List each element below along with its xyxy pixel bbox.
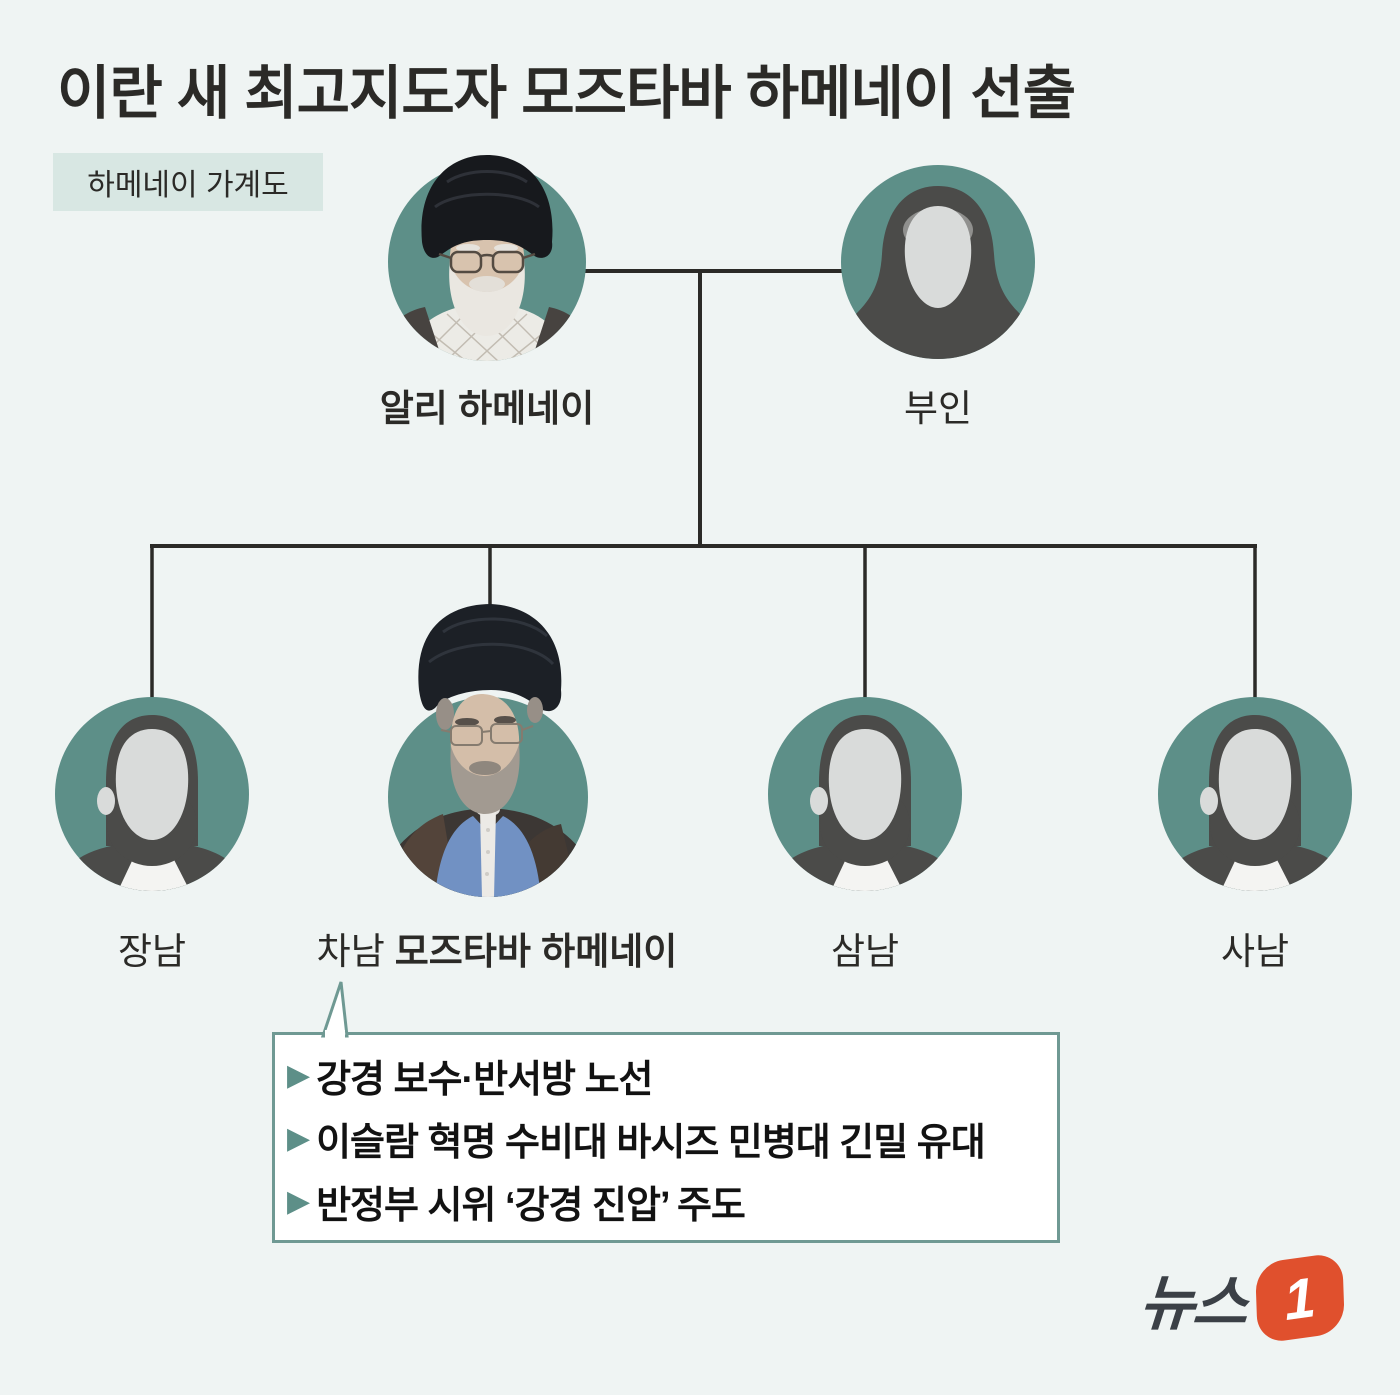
news1-logo-text: 뉴스 <box>1137 1269 1249 1337</box>
label-ali-khamenei: 알리 하메네이 <box>379 388 595 429</box>
label-third-son: 삼남 <box>830 931 900 972</box>
label-wife: 부인 <box>903 388 973 429</box>
news1-logo: 뉴스 1 <box>1137 1251 1346 1345</box>
third-son-silhouette <box>765 694 965 894</box>
callout-row: ▶ 반정부 시위 ‘강경 진압’ 주도 <box>287 1170 1045 1233</box>
bullet-triangle-icon: ▶ <box>287 1058 311 1092</box>
page-title: 이란 새 최고지도자 모즈타바 하메네이 선출 <box>57 61 1076 126</box>
fourth-son-silhouette <box>1155 694 1355 894</box>
callout-row: ▶ 강경 보수·반서방 노선 <box>287 1044 1045 1107</box>
label-mojtaba-order: 차남 <box>316 931 385 972</box>
callout-bullet-2: 이슬람 혁명 수비대 바시즈 민병대 긴밀 유대 <box>316 1122 986 1164</box>
mojtaba-khamenei-photo <box>388 604 588 897</box>
label-mojtaba-name: 모즈타바 하메네이 <box>394 931 678 972</box>
news1-logo-number: 1 <box>1282 1264 1319 1332</box>
label-fourth-son: 사남 <box>1220 931 1290 972</box>
first-son-silhouette <box>52 694 252 894</box>
wife-silhouette <box>838 162 1038 362</box>
tag-box: 하메네이 가계도 <box>53 153 323 211</box>
callout-tail <box>320 981 349 1042</box>
bullet-triangle-icon: ▶ <box>287 1184 311 1218</box>
news1-logo-badge: 1 <box>1255 1251 1346 1345</box>
bullet-triangle-icon: ▶ <box>287 1121 311 1155</box>
callout-bullet-3: 반정부 시위 ‘강경 진압’ 주도 <box>316 1185 746 1227</box>
ali-khamenei-photo <box>388 155 586 361</box>
label-first-son: 장남 <box>117 931 187 972</box>
callout-row: ▶ 이슬람 혁명 수비대 바시즈 민병대 긴밀 유대 <box>287 1107 1045 1170</box>
mojtaba-callout-box: ▶ 강경 보수·반서방 노선 ▶ 이슬람 혁명 수비대 바시즈 민병대 긴밀 유… <box>272 1032 1060 1243</box>
tag-label: 하메네이 가계도 <box>87 169 289 202</box>
callout-bullet-1: 강경 보수·반서방 노선 <box>316 1059 653 1101</box>
